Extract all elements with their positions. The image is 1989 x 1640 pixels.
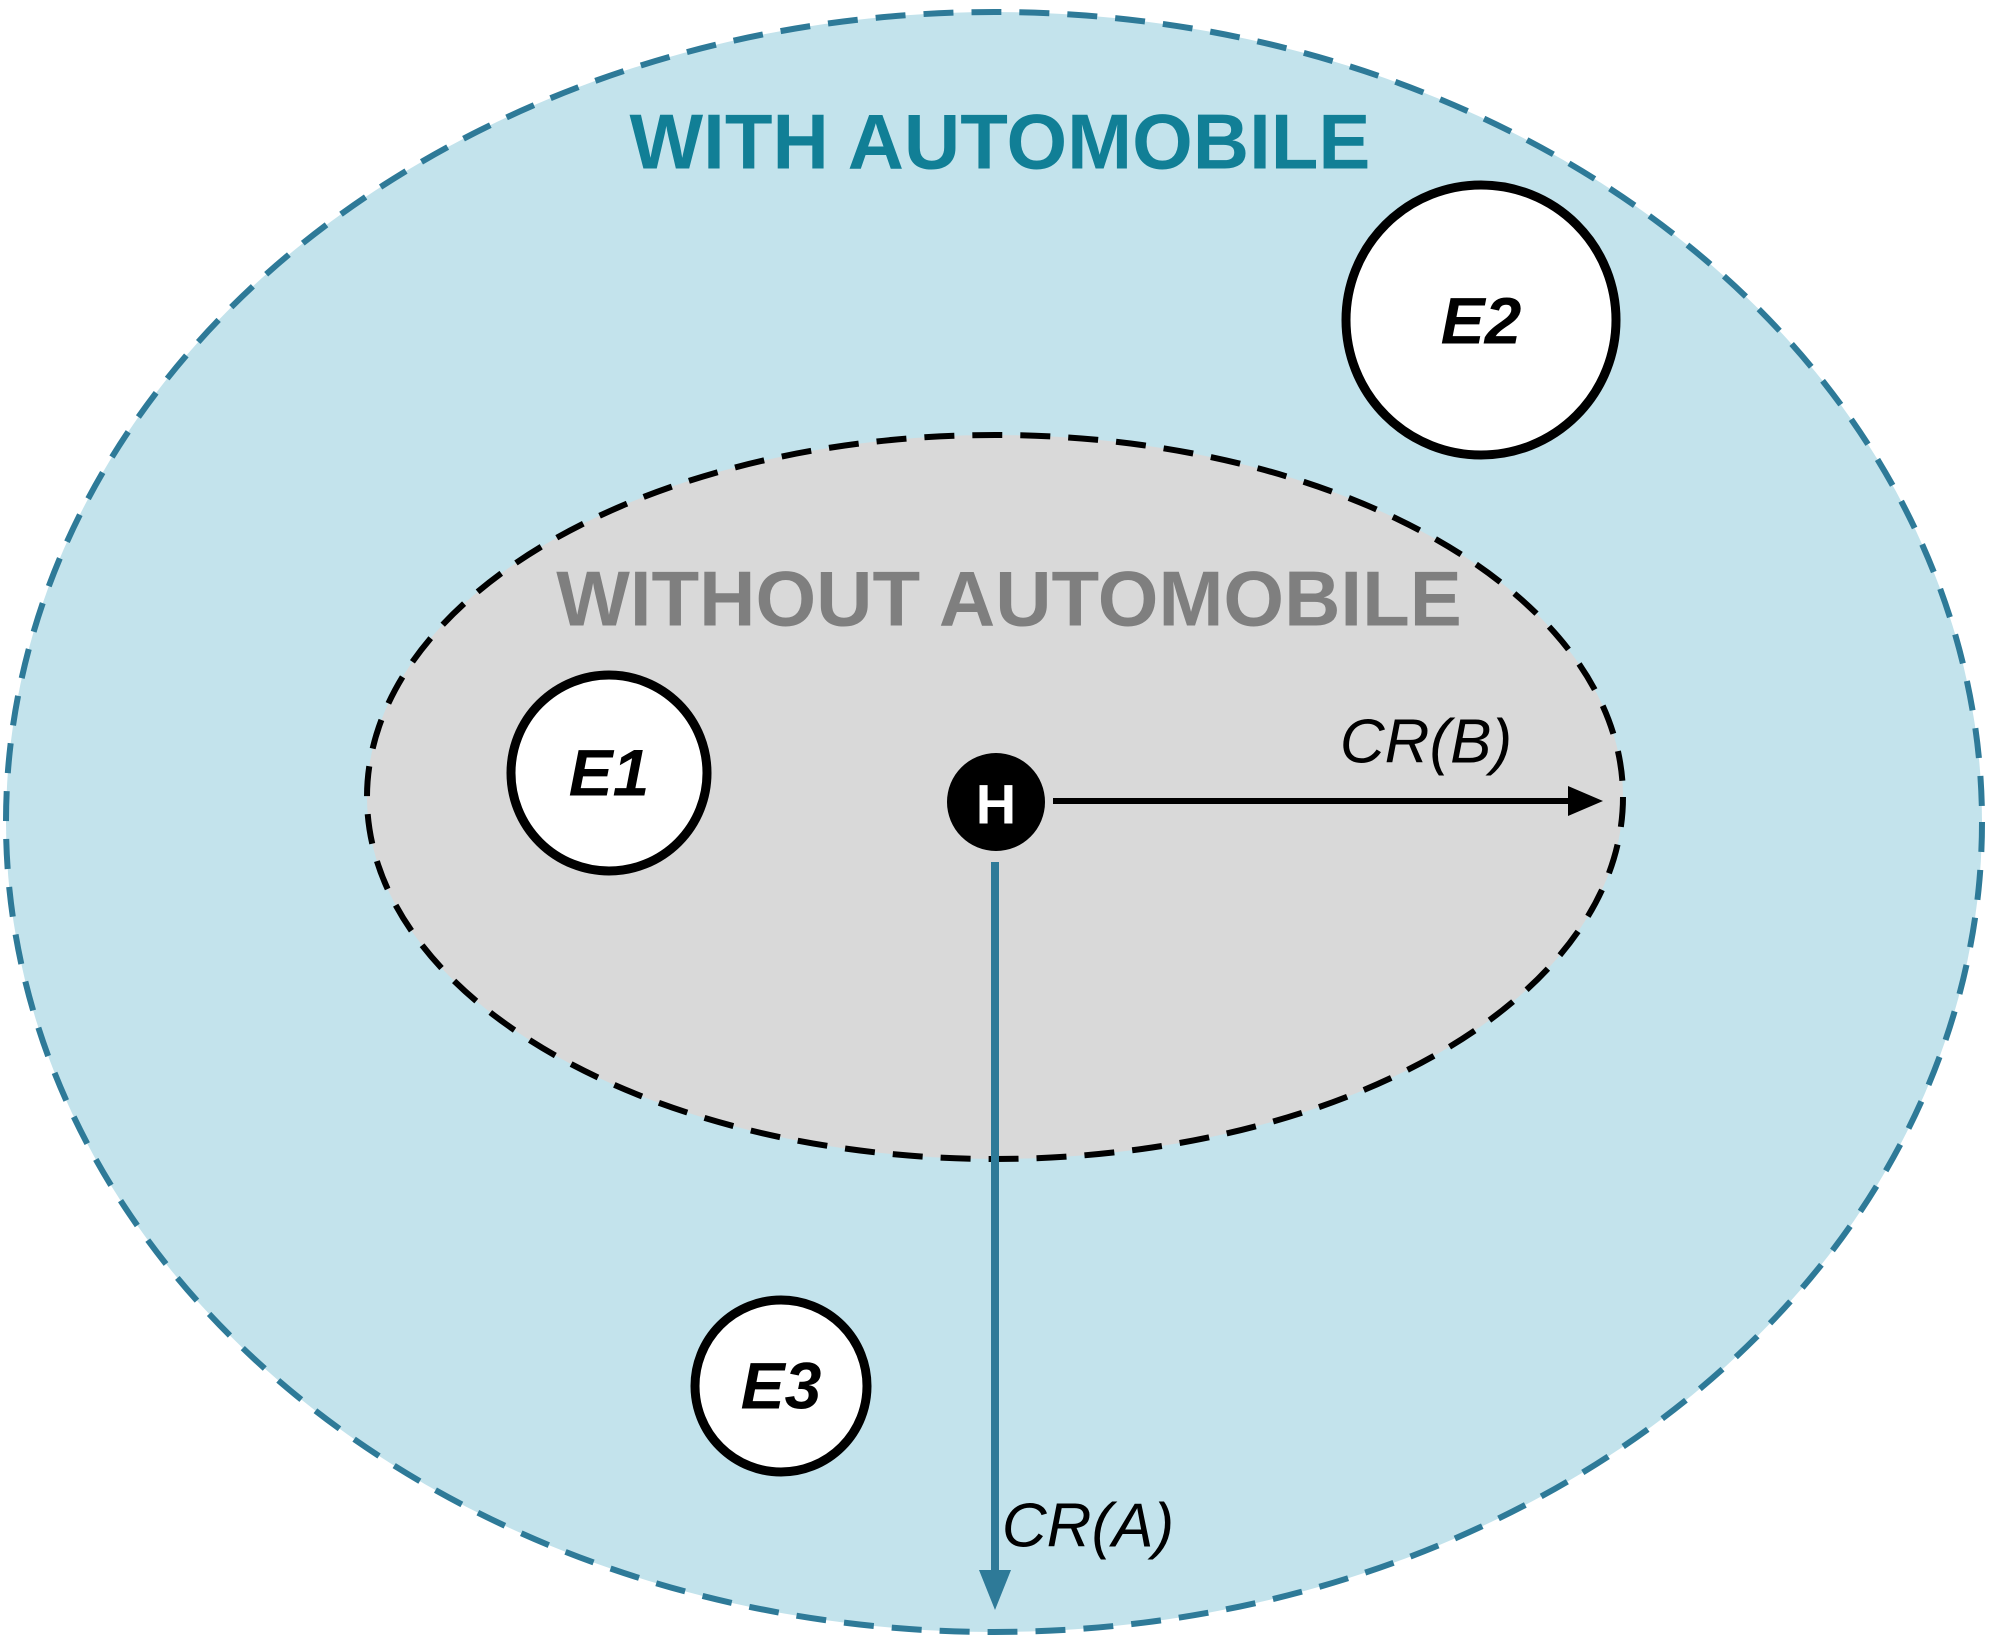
with-automobile-label: WITH AUTOMOBILE [630, 98, 1371, 186]
e1-node [506, 670, 712, 876]
home-label: H [976, 773, 1016, 836]
cr-b-label: CR(B) [1340, 707, 1512, 776]
e2-node [1341, 180, 1621, 460]
cr-a-arrowhead [979, 1570, 1011, 1610]
without-automobile-label: WITHOUT AUTOMOBILE [556, 555, 1462, 643]
e3-label: E3 [741, 1348, 822, 1422]
e2-label: E2 [1441, 283, 1522, 357]
e3-node [690, 1295, 872, 1477]
cr-a-label: CR(A) [1002, 1491, 1174, 1560]
e1-label: E1 [569, 735, 650, 809]
cr-b-arrowhead [1568, 786, 1603, 816]
home-node [947, 753, 1045, 851]
